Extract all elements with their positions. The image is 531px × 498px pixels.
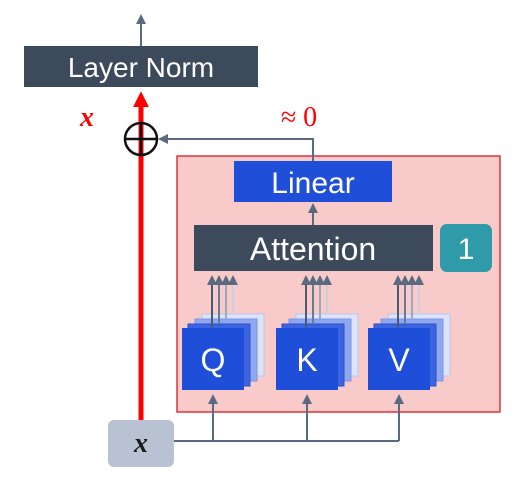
attention-label: Attention xyxy=(250,231,376,267)
x-input-box: x xyxy=(108,420,174,467)
linear-box: Linear xyxy=(234,161,392,202)
k-projection-arrows xyxy=(301,275,332,328)
q-label: Q xyxy=(201,342,226,378)
v-label: V xyxy=(388,342,410,378)
input-distribution-lines xyxy=(174,394,404,442)
k-label: K xyxy=(296,342,317,378)
step-badge: 1 xyxy=(440,224,492,272)
branch-output-arrow xyxy=(158,134,314,161)
attention-box: Attention xyxy=(194,225,433,271)
layer-norm-label: Layer Norm xyxy=(68,52,214,83)
q-projection-arrows xyxy=(207,275,238,328)
x-input-label: x xyxy=(133,428,148,459)
linear-label: Linear xyxy=(271,167,354,200)
q-stack: Q xyxy=(182,313,265,390)
v-stack: V xyxy=(368,313,451,390)
v-projection-arrows xyxy=(393,275,424,328)
sum-node xyxy=(123,121,159,157)
residual-label: x xyxy=(79,102,94,133)
approx-zero-label: ≈ 0 xyxy=(281,102,317,133)
step-badge-label: 1 xyxy=(458,233,475,266)
layer-norm-box: Layer Norm xyxy=(24,46,258,87)
k-stack: K xyxy=(276,313,359,390)
